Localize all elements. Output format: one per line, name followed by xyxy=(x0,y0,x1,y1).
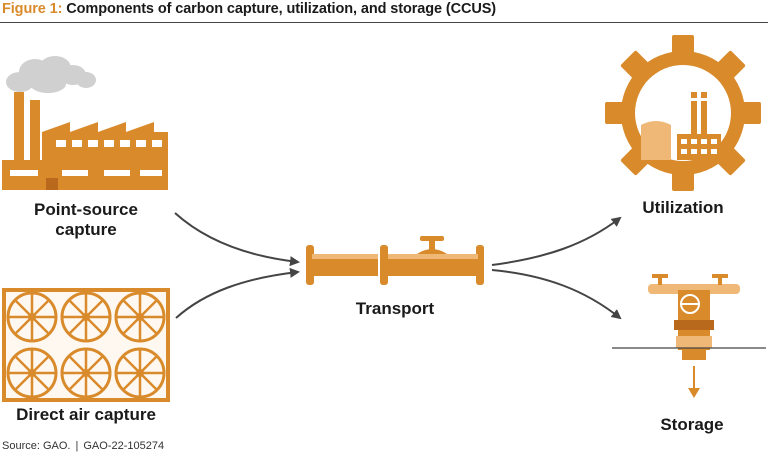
wellhead-icon xyxy=(612,274,766,398)
title-rule xyxy=(0,22,768,23)
point-source-label-line1: Point-source xyxy=(34,200,138,219)
source-text: Source: GAO. xyxy=(2,440,71,452)
transport-label: Transport xyxy=(355,299,435,318)
smoke-cloud xyxy=(6,56,96,93)
arrow-transport-to-storage xyxy=(491,269,622,320)
source-note: Source: GAO. | GAO-22-105274 xyxy=(2,440,164,452)
utilization-label: Utilization xyxy=(642,198,724,217)
figure-title-text: Components of carbon capture, utilizatio… xyxy=(66,1,497,17)
source-separator: | xyxy=(75,440,79,452)
figure-number: Figure 1: xyxy=(2,1,63,17)
gear-factory-icon xyxy=(605,35,761,191)
fan-array-icon xyxy=(2,288,170,402)
storage-label: Storage xyxy=(660,415,724,434)
arrow-point-source-to-transport xyxy=(174,212,300,267)
arrow-direct-air-to-transport xyxy=(175,267,300,319)
point-source-label: Point-source capture xyxy=(4,200,168,240)
arrow-transport-to-utilization xyxy=(491,216,622,266)
factory-icon xyxy=(2,56,168,190)
pipeline-icon xyxy=(306,236,484,285)
point-source-label-line2: capture xyxy=(55,220,117,239)
direct-air-capture-label: Direct air capture xyxy=(16,405,156,424)
report-number: GAO-22-105274 xyxy=(83,440,165,452)
figure-title: Figure 1: Components of carbon capture, … xyxy=(2,1,496,21)
